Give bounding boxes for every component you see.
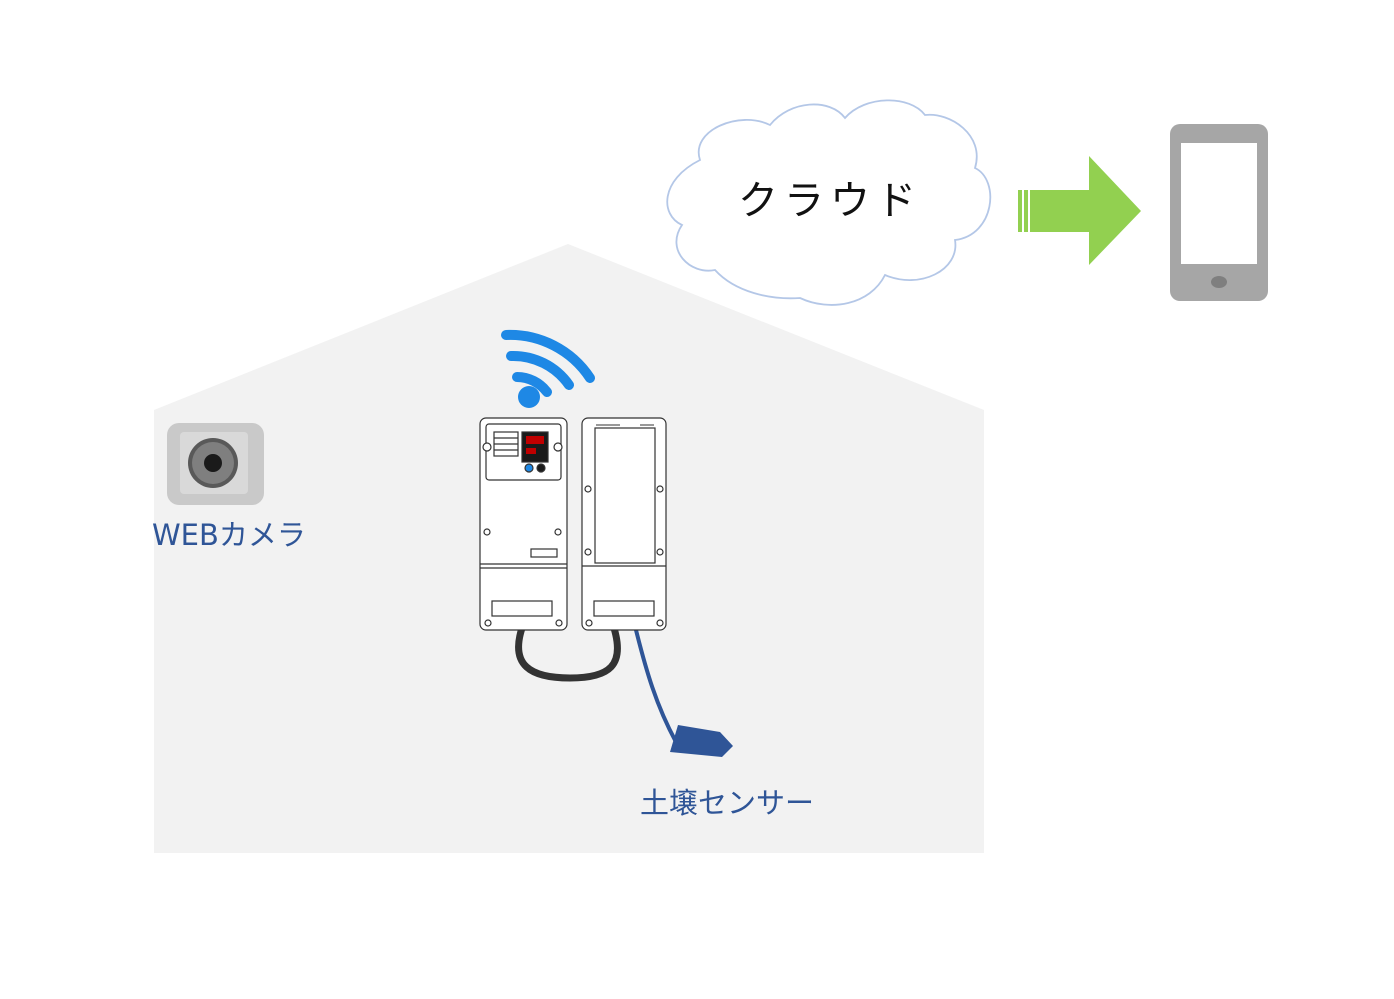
smartphone-icon: [1170, 124, 1268, 301]
soil-sensor-probe: [670, 725, 733, 757]
web-camera-label: WEBカメラ: [152, 518, 306, 552]
expansion-unit: [581, 417, 667, 631]
house-shape: [154, 244, 984, 853]
cloud-icon: [666, 99, 992, 306]
soil-sensor-label: 土壌センサー: [640, 786, 815, 820]
soil-sensor-cable: [634, 629, 678, 743]
arrow-right-icon: [1018, 156, 1141, 265]
smart-node-device: [479, 417, 568, 631]
cloud-label: クラウド: [738, 178, 922, 224]
wifi-icon: [501, 329, 595, 408]
device-cable: [515, 626, 621, 682]
web-camera-icon: [167, 423, 264, 505]
